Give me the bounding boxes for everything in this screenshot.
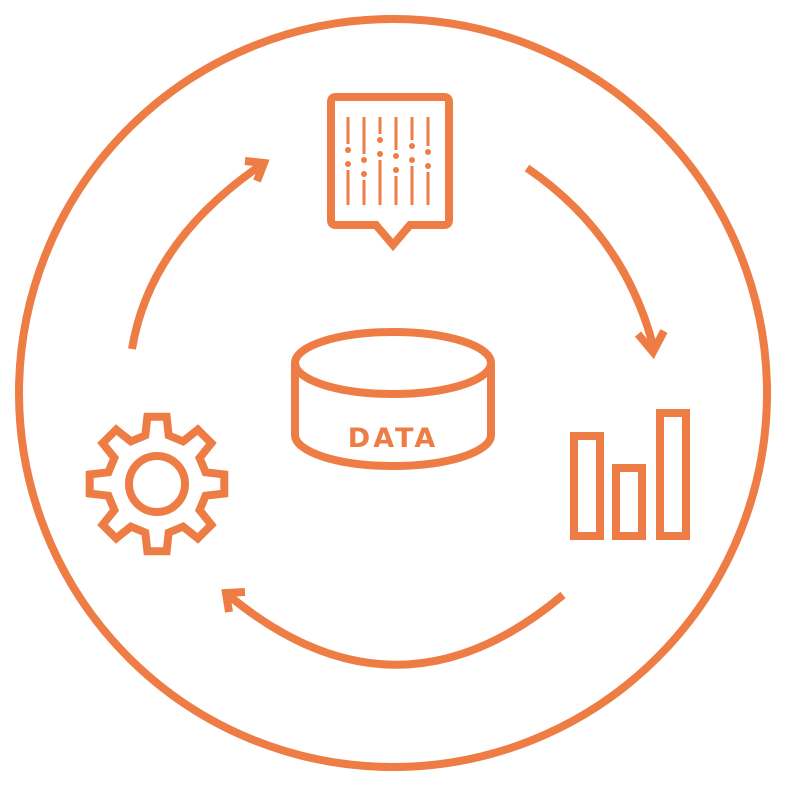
barcode-dot bbox=[345, 147, 351, 153]
outer-ring bbox=[15, 15, 771, 771]
gear-icon bbox=[85, 412, 229, 556]
barcode-speech-bubble-icon bbox=[327, 93, 453, 252]
arrow-left-icon bbox=[221, 588, 566, 669]
bar-chart-icon bbox=[570, 409, 690, 540]
arrow-right-icon bbox=[128, 157, 270, 350]
barcode-dot bbox=[393, 153, 399, 159]
barcode-dot bbox=[361, 171, 367, 177]
barcode-dot bbox=[409, 157, 415, 163]
barcode-dot bbox=[425, 149, 431, 155]
center-label: DATA bbox=[348, 423, 438, 454]
barcode-dot bbox=[425, 163, 431, 169]
barcode-dot bbox=[361, 157, 367, 163]
database-icon bbox=[291, 328, 495, 470]
barcode-dot bbox=[345, 161, 351, 167]
barcode-dot bbox=[377, 151, 383, 157]
arrow-down-icon bbox=[524, 164, 668, 360]
barcode-dot bbox=[393, 167, 399, 173]
barcode-dot bbox=[377, 137, 383, 143]
barcode-dot bbox=[409, 143, 415, 149]
barcode-lines bbox=[345, 117, 431, 205]
